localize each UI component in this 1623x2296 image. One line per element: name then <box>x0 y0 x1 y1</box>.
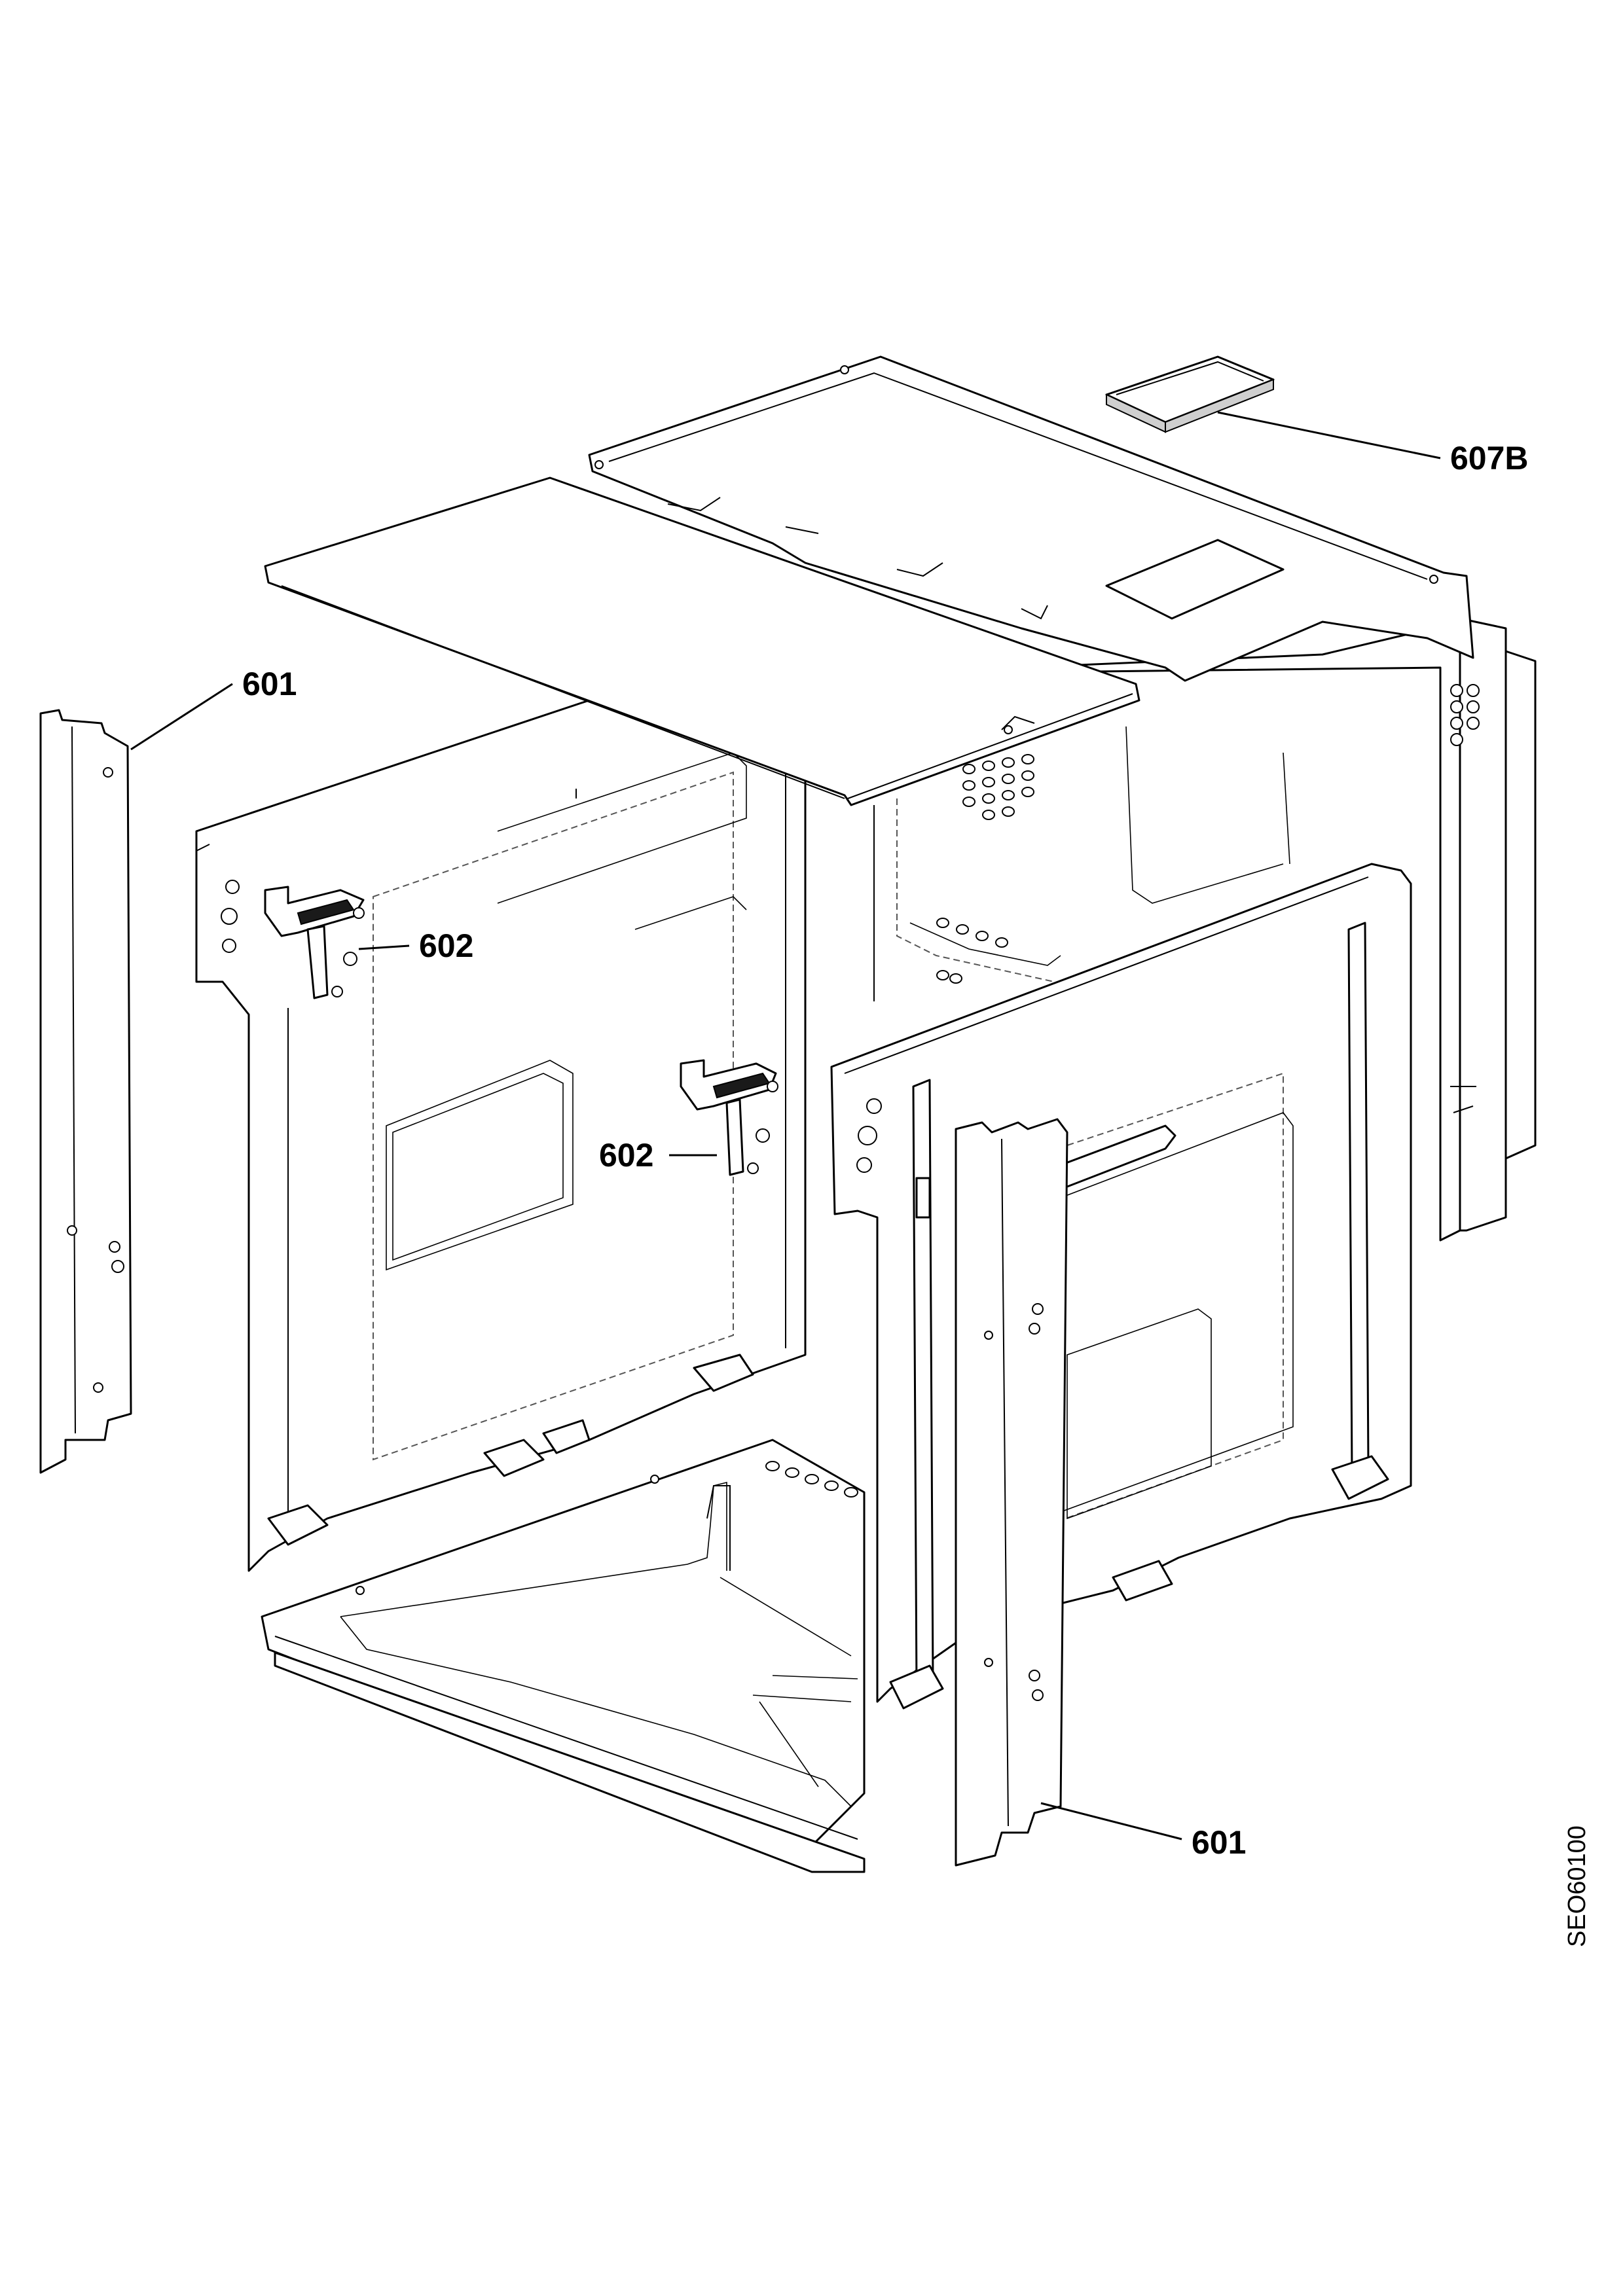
middle-top-panel <box>264 476 1140 806</box>
callout-601-left: 601 <box>242 666 297 702</box>
callout-602-upper: 602 <box>419 927 474 964</box>
cavity-inner-back <box>873 726 1290 1001</box>
leader-607b <box>1217 411 1441 459</box>
bottom-floor-panel <box>261 1439 866 1873</box>
back-panel <box>863 617 1537 1242</box>
leader-601-left <box>130 683 233 751</box>
callout-602-lower: 602 <box>599 1137 654 1174</box>
callout-601-right: 601 <box>1192 1824 1247 1861</box>
cavity-vent-holes <box>936 754 1034 984</box>
hinge-bracket-602-upper <box>264 886 365 999</box>
left-side-panel <box>195 692 807 1572</box>
rail-601-right <box>955 1118 1068 1867</box>
leader-lines <box>130 411 1441 1840</box>
cover-607b <box>1105 355 1275 433</box>
callout-607b: 607B <box>1450 440 1529 476</box>
floor-holes <box>765 1461 858 1498</box>
hinge-bracket-602-lower <box>680 1059 778 1176</box>
leader-601-right <box>1040 1802 1182 1840</box>
top-cover-panel <box>588 355 1474 682</box>
right-side-panel <box>830 863 1412 1710</box>
back-panel-vent-holes <box>1450 684 1480 746</box>
rail-601-left <box>39 709 132 1474</box>
leader-602-upper <box>358 944 410 950</box>
top-cover-opening <box>1105 539 1285 620</box>
drawing-reference-code: SEO60100 <box>1563 1825 1591 1947</box>
